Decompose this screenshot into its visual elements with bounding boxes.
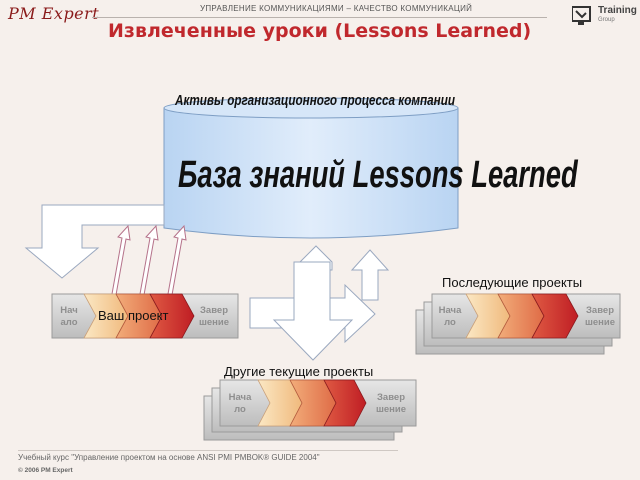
footer-copyright: © 2006 PM Expert (18, 467, 73, 474)
lesson-input-arrows (111, 224, 187, 296)
brand-subtitle: Group (598, 17, 615, 23)
subsequent-projects-label: Последующие проекты (442, 275, 583, 290)
your-project-start: Нач ало (60, 305, 78, 328)
your-project-bar (51, 293, 239, 339)
monitor-logo-icon (572, 6, 591, 25)
other-projects-stack (203, 379, 417, 441)
footer-divider (18, 450, 398, 451)
footer-course: Учебный курс "Управление проектом на осн… (18, 453, 320, 462)
other-end: Завер шение (375, 392, 407, 415)
header-divider (92, 17, 547, 18)
brand-name: Training (598, 5, 637, 16)
other-projects-label: Другие текущие проекты (224, 364, 374, 379)
subsequent-end: Завер шение (584, 305, 616, 328)
arrow-down-to-other (272, 261, 354, 361)
your-project-end: Завер шение (198, 305, 230, 328)
subsequent-projects-stack (415, 293, 621, 355)
knowledge-base-cylinder (163, 97, 459, 239)
cylinder-caption: Активы организационного процесса компани… (175, 92, 456, 109)
pm-expert-logo: PM Expert (8, 4, 100, 23)
section-header: УПРАВЛЕНИЕ КОММУНИКАЦИЯМИ – КАЧЕСТВО КОМ… (200, 4, 473, 13)
cylinder-title: База знаний Lessons Learned (178, 154, 578, 196)
page-title: Извлеченные уроки (Lessons Learned) (108, 20, 532, 42)
other-start: Нача ло (228, 392, 252, 415)
your-project-label: Ваш проект (98, 308, 169, 323)
arrow-up-side (350, 249, 390, 301)
subsequent-start: Нача ло (438, 305, 462, 328)
lesson-output-arrow (24, 204, 165, 279)
